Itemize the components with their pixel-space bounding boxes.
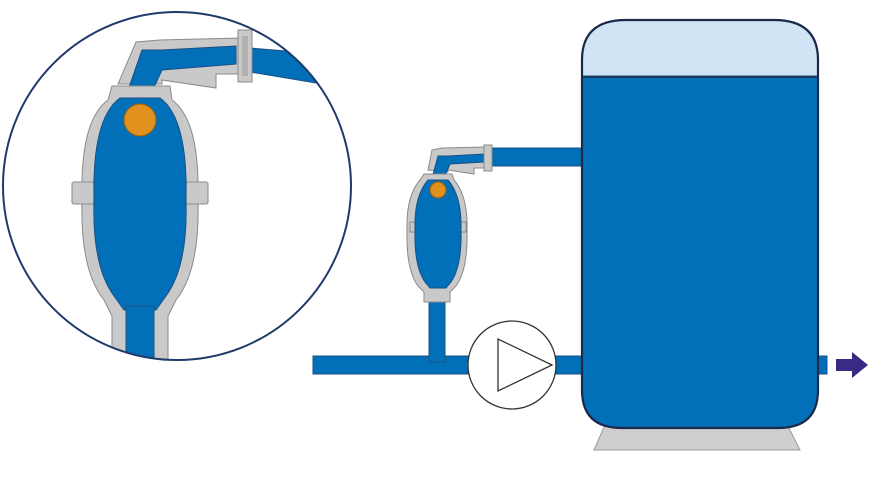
surge-vessel [406,144,493,303]
tank-outline [580,18,820,430]
detail-magnifier [2,11,352,361]
vessel-coupling-flange [483,144,493,172]
magnifier-border [2,11,352,361]
detail-float-ball-icon [123,103,157,137]
tank-air-cushion [582,20,818,78]
detail-water-bladder [93,97,187,311]
vessel-float-ball-icon [429,181,447,199]
tank-water [582,75,818,428]
detail-inlet-pipe [125,305,155,360]
right-arrow-icon [836,352,868,378]
upper-connecting-pipe [487,147,585,167]
detail-left-flange [71,181,95,205]
vessel-water-bladder [414,179,462,289]
pump-triangle-icon [497,337,554,393]
storage-tank [580,18,820,451]
pump [467,320,557,410]
vessel-riser-pipe [428,295,446,363]
detail-right-flange [185,181,209,205]
detail-coupling-ring [242,36,248,76]
